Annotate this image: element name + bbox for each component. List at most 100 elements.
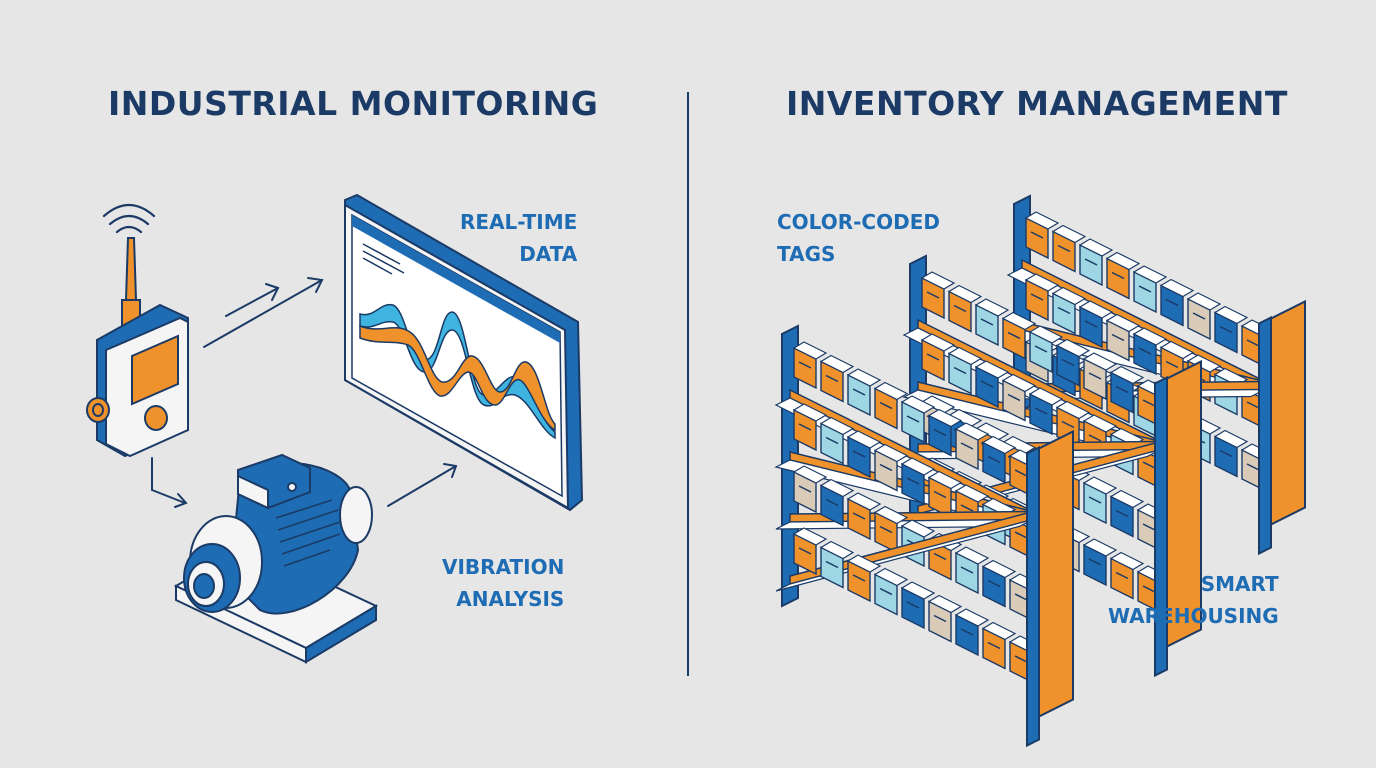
package-label-line [926,353,940,361]
package-label-line [1088,372,1102,380]
package-label-line [852,450,866,458]
package-label-line [879,525,893,534]
package-box-top [954,608,990,627]
real-time-data-label: REAL-TIME DATA [460,206,577,270]
package-box-top [1082,538,1118,557]
package-box-top [1028,387,1064,406]
package-label-line [1142,461,1156,469]
package-box-top [1028,325,1064,344]
package-box-top [1024,211,1060,230]
package-label-line [879,401,893,410]
flow-arrow-icon [151,277,458,508]
package-label-line [1142,523,1156,531]
vibration-label-line2: ANALYSIS [456,587,565,611]
package-label-line [852,388,866,396]
package-box-top [873,443,909,463]
package-label-line [980,318,994,326]
package-box-top [1109,551,1145,571]
package-box-top [873,505,909,525]
package-box-top [1132,265,1168,284]
package-box-top [1001,435,1037,455]
package-box-top [792,341,828,360]
smart-label-line2: WAREHOUSING [1108,604,1279,628]
package-box-top [1105,251,1141,271]
package-box-top [819,354,855,374]
package-label-line [1084,258,1098,266]
package-box-top [1051,286,1087,306]
package-label-line [1142,399,1156,407]
package-box-top [1078,300,1114,319]
package-label-line [1088,496,1102,504]
package-label-line [953,304,967,313]
package-label-line [1219,449,1233,458]
package-label-line [1061,358,1075,367]
package-label-line [1115,571,1129,580]
package-label-line [1138,285,1152,293]
package-box-top [981,435,1017,455]
package-box-top [1213,429,1249,449]
package-label-line [825,374,839,383]
smart-label-line1: SMART [1200,572,1279,596]
package-box-top [900,581,936,600]
industrial-monitoring-illustration [86,193,584,664]
package-label-line [1084,320,1098,328]
package-label-line [933,552,947,561]
package-label-line [1219,325,1233,334]
package-label-line [1014,593,1028,601]
package-label-line [960,566,974,574]
package-box-top [1213,305,1249,325]
package-box-top [981,621,1017,641]
package-box-top [900,457,936,476]
package-box-top [1109,489,1145,509]
package-label-line [1014,655,1028,663]
package-label-line [825,436,839,445]
package-label-line [1030,293,1044,301]
package-label-line [1057,244,1071,253]
package-label-line [879,587,893,596]
package-box-top [1159,278,1195,298]
package-box-top [927,470,963,490]
real-time-label-line2: DATA [519,242,578,266]
package-box-top [1024,273,1060,292]
package-box-top [1105,313,1141,333]
package-label-line [798,547,812,555]
package-label-line [980,380,994,388]
package-box-top [927,594,963,614]
monitor-chart-icon [344,193,584,512]
package-box-top [974,360,1010,379]
electric-motor-icon [173,453,379,664]
package-box-top [1001,373,1037,393]
package-label-line [1165,360,1179,369]
package-box-top [1082,414,1118,433]
package-label-line [926,291,940,299]
package-box-top [792,465,828,484]
package-box-top [1001,311,1037,331]
package-box-top [1186,292,1222,311]
package-box-top [846,430,882,449]
package-label-line [987,455,1001,464]
package-box-top [873,381,909,401]
package-box-top [1078,238,1114,257]
package-box-top [947,284,983,304]
package-label-line [960,628,974,636]
package-box-top [1186,354,1222,373]
package-label-line [1246,463,1260,471]
package-label-line [1088,558,1102,566]
package-box-top [1082,476,1118,495]
package-box-top [900,395,936,414]
package-box-top [819,416,855,436]
package-box-top [954,422,990,441]
package-label-line [906,601,920,609]
package-label-line [852,574,866,582]
package-box-top [792,527,828,546]
package-box-top [920,395,956,414]
package-box-top [954,546,990,565]
package-box-top [792,403,828,422]
package-label-line [1115,509,1129,518]
package-label-line [825,560,839,569]
package-box-top [947,346,983,366]
package-box-top [927,408,963,428]
package-label-line [1030,231,1044,239]
package-box-top [1159,340,1195,360]
